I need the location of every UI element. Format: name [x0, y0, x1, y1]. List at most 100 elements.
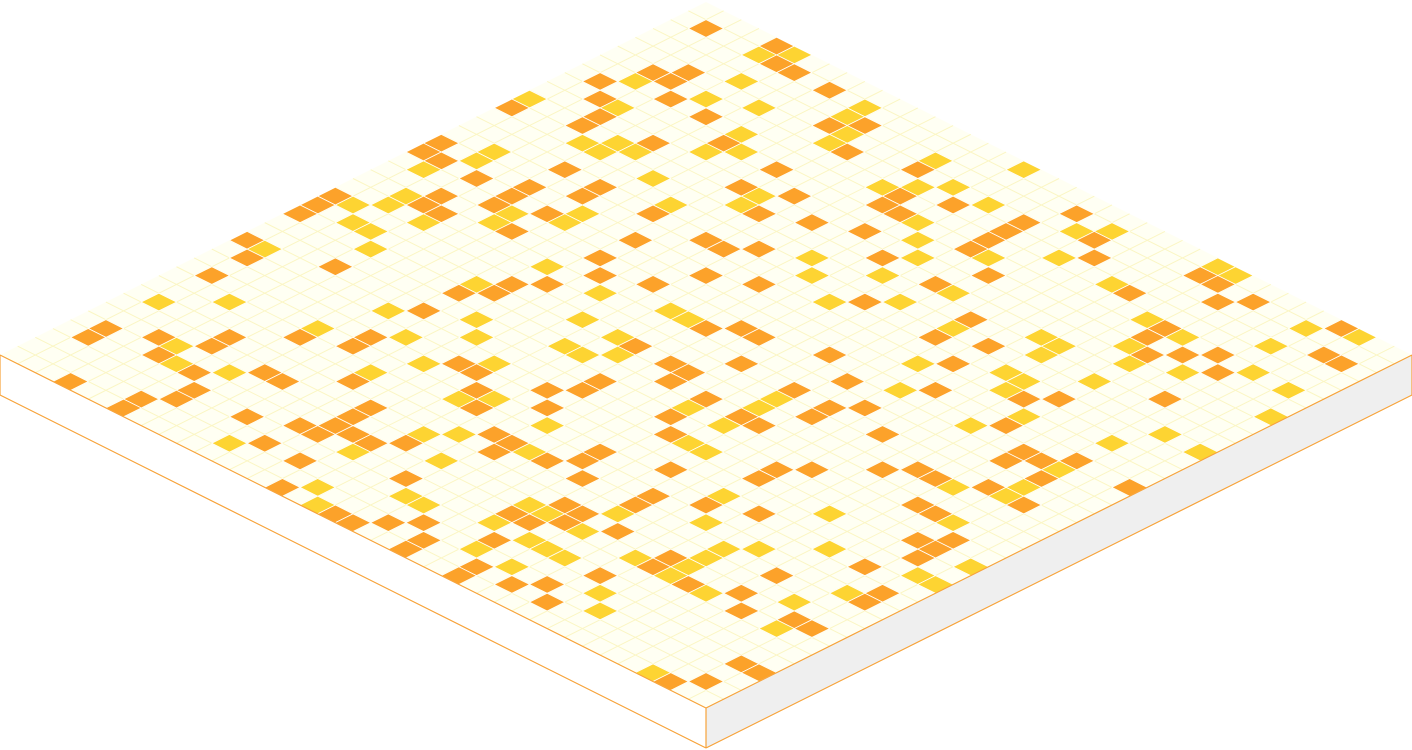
- tile-yellow: [863, 266, 902, 285]
- tile-orange: [1234, 292, 1272, 312]
- tile-orange: [563, 381, 601, 400]
- grid-line-row: [229, 239, 936, 594]
- tile-orange: [775, 63, 813, 82]
- tile-yellow: [811, 539, 849, 559]
- tile-orange: [916, 328, 954, 347]
- tile-orange: [987, 416, 1025, 435]
- tile-yellow: [369, 301, 407, 321]
- tile-orange: [493, 575, 531, 594]
- tile-orange: [1199, 292, 1237, 312]
- tile-orange: [193, 336, 231, 356]
- edge-bottom-left: [0, 394, 707, 749]
- tile-yellow: [1022, 345, 1060, 365]
- tile-yellow: [616, 142, 654, 162]
- tile-orange: [246, 433, 284, 453]
- tile-orange: [475, 283, 513, 303]
- tile-orange: [722, 354, 760, 374]
- tile-orange: [828, 142, 866, 162]
- tile-yellow: [1340, 328, 1378, 347]
- tile-orange: [528, 451, 566, 471]
- tile-yellow: [387, 328, 425, 347]
- board-side-faces: [0, 355, 1412, 748]
- tile-yellow: [969, 195, 1007, 215]
- tile-orange: [846, 557, 884, 577]
- tile-orange: [652, 460, 690, 479]
- tile-orange: [687, 319, 725, 338]
- tile-orange: [1199, 363, 1237, 382]
- tile-yellow: [563, 310, 601, 329]
- tile-orange: [793, 619, 831, 638]
- tile-yellow: [1093, 433, 1131, 453]
- tile-orange: [1005, 495, 1043, 515]
- tile-orange: [440, 283, 478, 303]
- tile-orange: [634, 204, 672, 224]
- tile-orange: [334, 372, 372, 391]
- tile-yellow: [1287, 319, 1325, 338]
- tile-yellow: [352, 239, 390, 259]
- tile-yellow: [528, 416, 566, 435]
- tile-orange: [1040, 389, 1078, 409]
- tile-orange: [793, 407, 831, 427]
- tile-orange: [493, 222, 531, 241]
- tile-yellow: [405, 160, 443, 179]
- tile-yellow: [546, 548, 584, 568]
- tile-orange: [740, 239, 778, 259]
- tile-orange: [987, 451, 1025, 471]
- tile-yellow: [422, 451, 460, 471]
- tile-orange: [387, 433, 425, 453]
- board-left-side: [0, 355, 706, 748]
- tiles: [52, 19, 1378, 691]
- tile-orange: [687, 19, 725, 38]
- tile-yellow: [1111, 354, 1149, 374]
- tile-yellow: [405, 354, 443, 374]
- tile-yellow: [581, 601, 619, 621]
- tile-yellow: [616, 72, 654, 91]
- tile-orange: [793, 213, 831, 232]
- tile-yellow: [1234, 363, 1272, 382]
- tile-yellow: [210, 292, 248, 312]
- tile-yellow: [581, 283, 619, 303]
- tile-yellow: [1146, 425, 1184, 444]
- tile-yellow: [687, 584, 725, 603]
- tile-orange: [863, 460, 902, 479]
- edge-top-right-front: [705, 354, 1412, 709]
- tile-orange: [299, 425, 337, 444]
- tile-orange: [616, 231, 654, 250]
- grid-line-col: [493, 248, 1201, 603]
- tile-yellow: [440, 425, 478, 444]
- grid-line-row: [264, 222, 971, 577]
- tile-orange: [281, 451, 319, 471]
- tile-orange: [475, 442, 513, 462]
- tile-orange: [599, 522, 637, 541]
- tile-orange: [934, 195, 972, 215]
- tile-orange: [281, 328, 319, 347]
- tile-orange: [846, 222, 884, 241]
- tile-orange: [846, 592, 884, 612]
- tile-orange: [846, 292, 884, 312]
- tile-orange: [546, 160, 584, 179]
- edge-bottom-right: [705, 394, 1412, 749]
- tile-yellow: [758, 619, 796, 638]
- tile-yellow: [369, 195, 407, 215]
- tile-yellow: [581, 142, 619, 162]
- tile-orange: [405, 301, 443, 321]
- tile-yellow: [634, 169, 672, 188]
- tile-orange: [634, 275, 672, 294]
- tile-orange: [740, 328, 778, 347]
- tile-orange: [1322, 354, 1360, 374]
- tile-yellow: [1164, 363, 1202, 382]
- tile-yellow: [722, 72, 760, 91]
- tile-yellow: [405, 213, 443, 232]
- tile-orange: [528, 592, 566, 612]
- tile-orange: [863, 425, 902, 444]
- tile-orange: [228, 248, 266, 268]
- tile-orange: [263, 372, 301, 391]
- tile-yellow: [811, 292, 849, 312]
- tile-yellow: [458, 328, 496, 347]
- tile-yellow: [334, 442, 372, 462]
- tile-orange: [740, 416, 778, 435]
- tile-orange: [193, 266, 231, 285]
- tile-yellow: [811, 504, 849, 524]
- tile-orange: [705, 239, 743, 259]
